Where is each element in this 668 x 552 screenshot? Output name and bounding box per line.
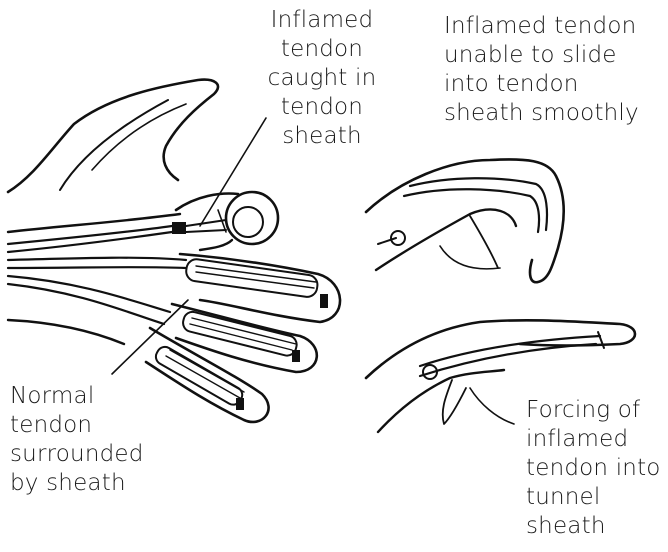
forcing-tendon-label-line: sheath (526, 512, 661, 541)
normal-tendon-label-line: surrounded (10, 440, 144, 469)
caught-tendon-label-line: sheath (256, 122, 388, 151)
unable-to-slide-label-line: into tendon (444, 70, 639, 99)
normal-tendon-label-line: tendon (10, 411, 144, 440)
forcing-tendon-label-line: Forcing of (526, 396, 661, 425)
unable-to-slide-label-line: sheath smoothly (444, 99, 639, 128)
forcing-tendon-label: Forcing of inflamed tendon into tunnel s… (526, 396, 661, 541)
caught-tendon-label-line: tendon (256, 35, 388, 64)
caught-tendon-label-line: Inflamed (256, 6, 388, 35)
bent-finger-illustration (366, 159, 564, 282)
unable-to-slide-label-line: Inflamed tendon (444, 12, 639, 41)
caught-tendon-label-line: caught in (256, 64, 388, 93)
caught-tendon-label-line: tendon (256, 93, 388, 122)
normal-tendon-label: Normal tendon surrounded by sheath (10, 382, 144, 498)
unable-to-slide-label-line: unable to slide (444, 41, 639, 70)
forcing-tendon-label-line: tendon into (526, 454, 661, 483)
forcing-tendon-label-line: tunnel (526, 483, 661, 512)
forcing-tendon-label-line: inflamed (526, 425, 661, 454)
normal-tendon-label-line: Normal (10, 382, 144, 411)
caught-tendon-label: Inflamed tendon caught in tendon sheath (256, 6, 388, 151)
unable-to-slide-label: Inflamed tendon unable to slide into ten… (444, 12, 639, 128)
normal-tendon-label-line: by sheath (10, 469, 144, 498)
